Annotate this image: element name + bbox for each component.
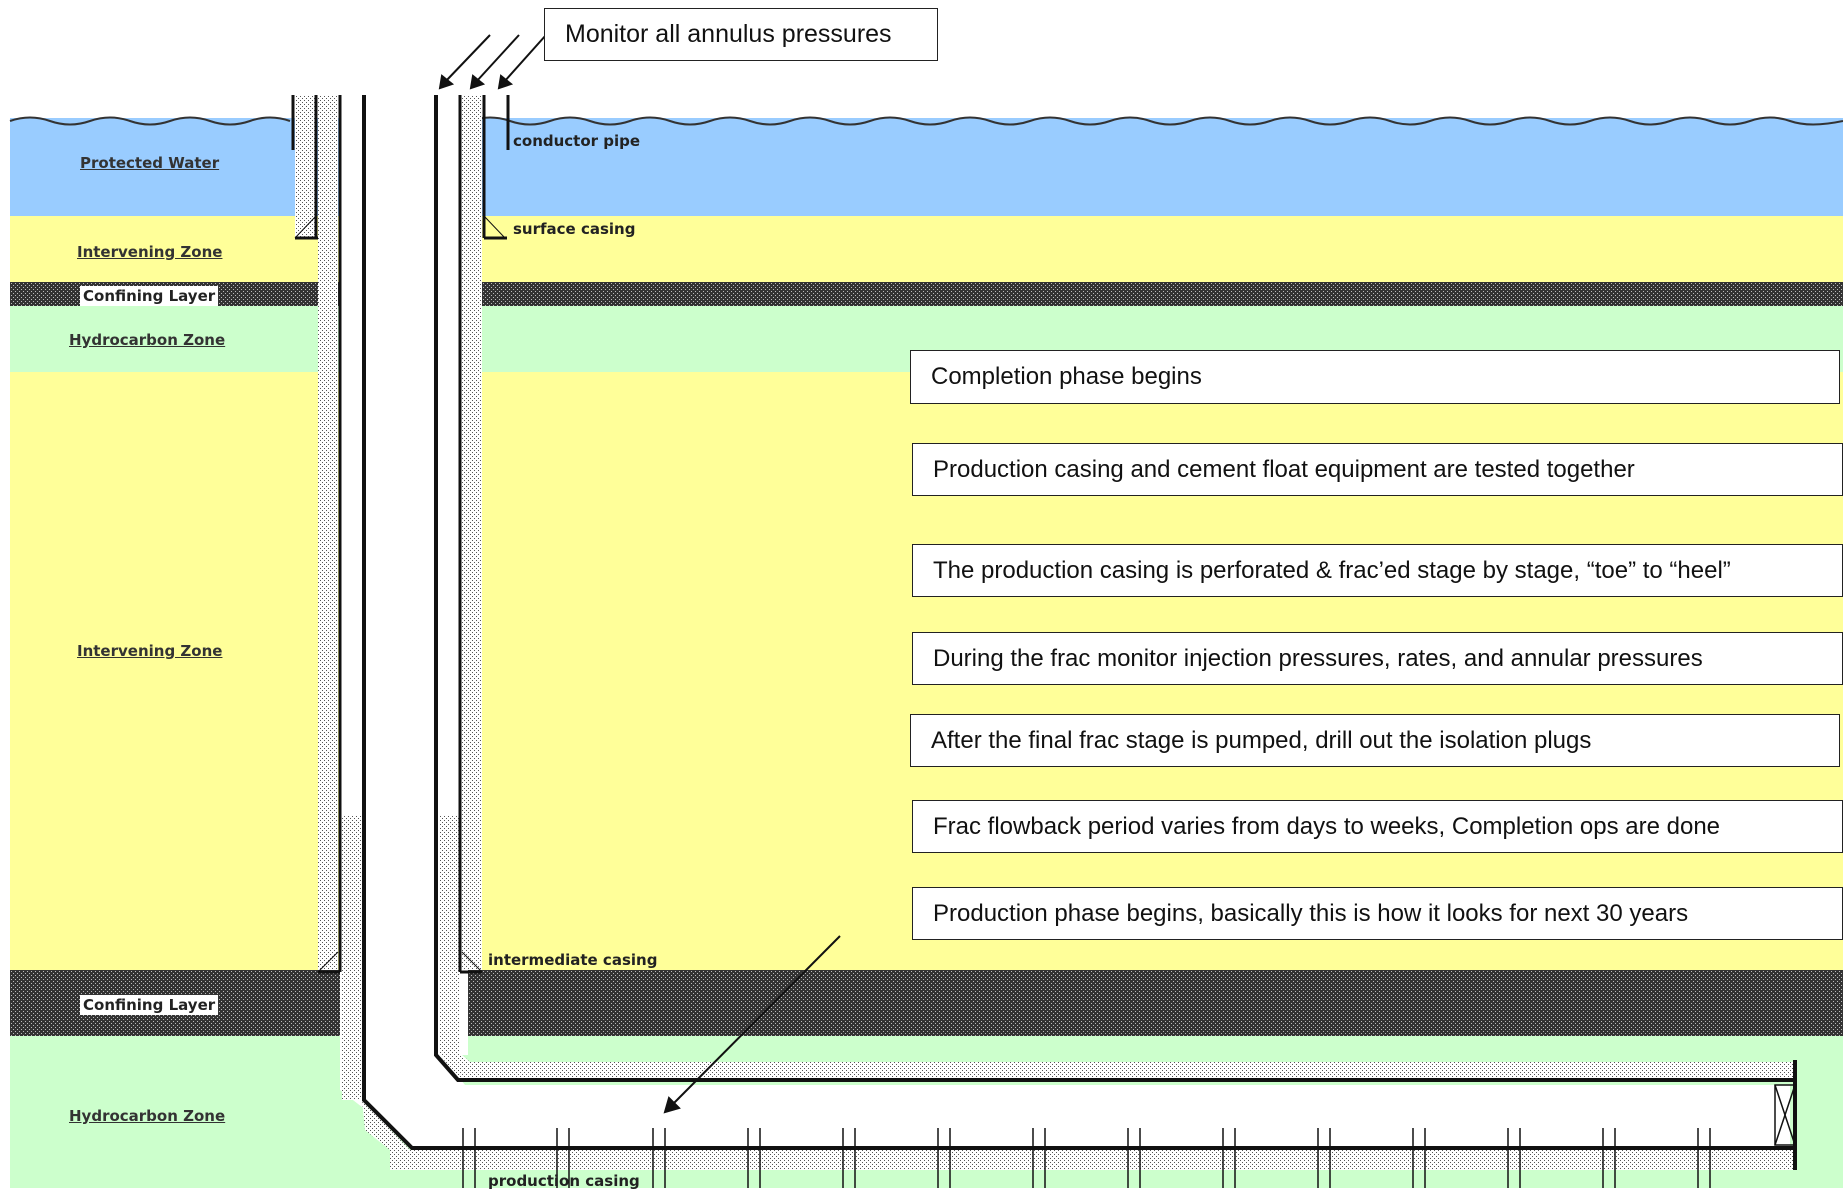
zone-protected-water: [10, 118, 1843, 216]
step-production-begins: Production phase begins, basically this …: [912, 887, 1843, 940]
cement-production-left: [342, 815, 362, 1100]
cement-production-lateral-top: [440, 1055, 1795, 1080]
cement-intermediate-right: [462, 237, 482, 970]
step-monitor-frac: During the frac monitor injection pressu…: [912, 632, 1843, 685]
zone-confining-lower: [10, 970, 1843, 1036]
production-arrow: [663, 935, 841, 1114]
zone-label-protected-water: Protected Water: [80, 154, 220, 172]
conductor-pipe: [291, 95, 510, 150]
label-production-casing: production casing: [488, 1172, 640, 1190]
step-flowback: Frac flowback period varies from days to…: [912, 800, 1843, 853]
cement-production-right: [440, 815, 460, 1055]
zone-label-hydrocarbon-upper: Hydrocarbon Zone: [69, 331, 226, 349]
toe-plug: [1774, 1084, 1796, 1146]
label-conductor-pipe: conductor pipe: [513, 132, 641, 150]
intermediate-casing: [318, 95, 482, 974]
perforations: [458, 1128, 1715, 1188]
zone-label-intervening-upper: Intervening Zone: [77, 243, 223, 261]
ground-surface: [9, 116, 1843, 126]
cement-production-lateral-bottom: [362, 1100, 1795, 1170]
cement-surface-left: [295, 95, 315, 237]
zone-confining-upper: [10, 282, 1843, 306]
zone-intervening-upper: [10, 216, 1843, 282]
step-drill-out-plugs: After the final frac stage is pumped, dr…: [910, 714, 1840, 767]
cement-intermediate-left: [318, 95, 338, 970]
zone-label-confining-upper: Confining Layer: [80, 286, 219, 306]
casing-shoes: [294, 215, 506, 973]
step-perforate-frac: The production casing is perforated & fr…: [912, 544, 1843, 597]
well-bore-curve: [340, 1050, 1790, 1148]
step-completion-begins: Completion phase begins: [910, 350, 1840, 404]
annulus-callout: Monitor all annulus pressures: [544, 8, 938, 61]
zone-label-confining-lower: Confining Layer: [80, 995, 219, 1015]
zone-label-intervening-main: Intervening Zone: [77, 642, 223, 660]
zone-label-hydrocarbon-lower: Hydrocarbon Zone: [69, 1107, 226, 1125]
label-surface-casing: surface casing: [513, 220, 636, 238]
annulus-arrows: [438, 34, 547, 90]
surface-casing: [295, 95, 507, 240]
step-casing-tested: Production casing and cement float equip…: [912, 443, 1843, 496]
label-intermediate-casing: intermediate casing: [488, 951, 658, 969]
cement-surface-right: [462, 95, 482, 237]
